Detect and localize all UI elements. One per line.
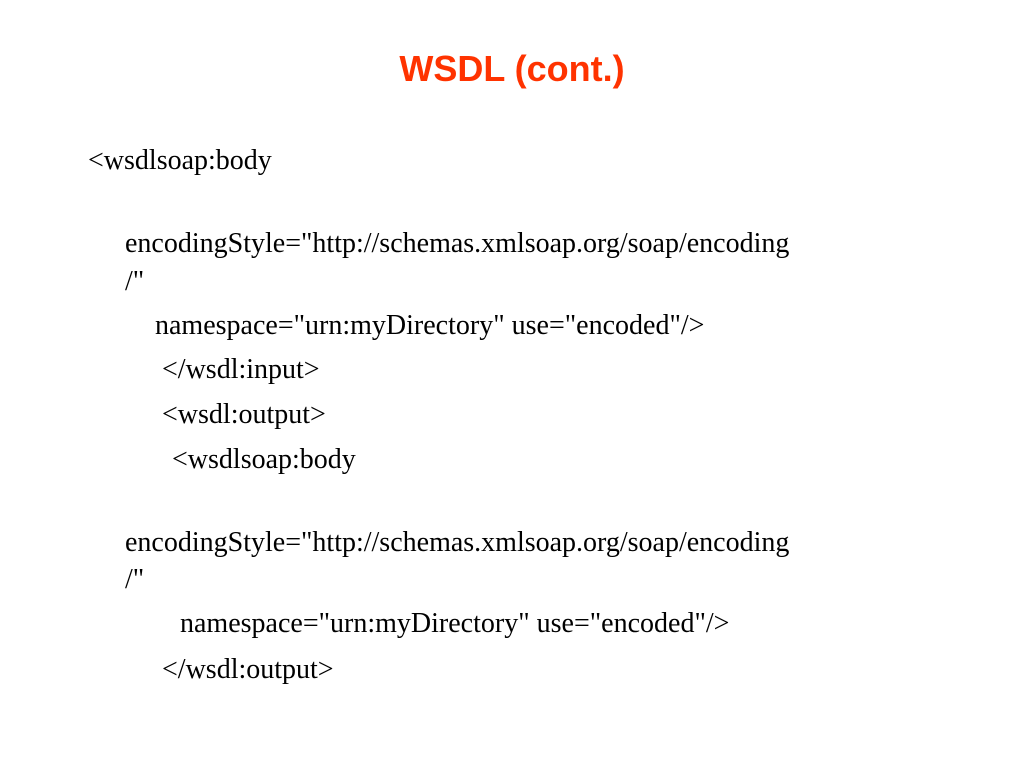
code-line: </wsdl:output>	[162, 654, 334, 685]
code-line: namespace="urn:myDirectory" use="encoded…	[155, 310, 705, 341]
code-line: encodingStyle="http://schemas.xmlsoap.or…	[125, 228, 790, 259]
code-line: <wsdlsoap:body	[88, 145, 272, 176]
code-line: <wsdl:output>	[162, 399, 326, 430]
code-line: encodingStyle="http://schemas.xmlsoap.or…	[125, 527, 790, 558]
code-line: <wsdlsoap:body	[172, 444, 356, 475]
code-line: /"	[125, 266, 145, 297]
code-line: </wsdl:input>	[162, 354, 320, 385]
code-line: namespace="urn:myDirectory" use="encoded…	[180, 608, 730, 639]
code-line: /"	[125, 564, 145, 595]
slide-title: WSDL (cont.)	[399, 48, 625, 89]
